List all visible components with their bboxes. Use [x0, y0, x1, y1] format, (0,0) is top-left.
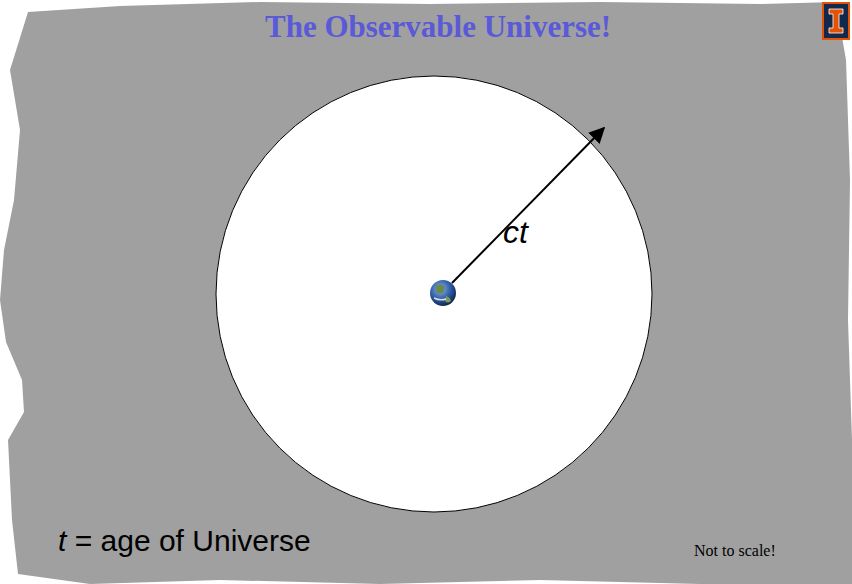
radius-label: ct [503, 214, 528, 251]
age-note: t = age of Universe [58, 524, 311, 558]
observable-sphere [216, 76, 652, 512]
university-logo [822, 2, 850, 40]
scale-note: Not to scale! [694, 542, 776, 560]
radius-arrow [452, 128, 604, 283]
earth-icon [430, 280, 456, 306]
slide-title: The Observable Universe! [265, 9, 611, 45]
